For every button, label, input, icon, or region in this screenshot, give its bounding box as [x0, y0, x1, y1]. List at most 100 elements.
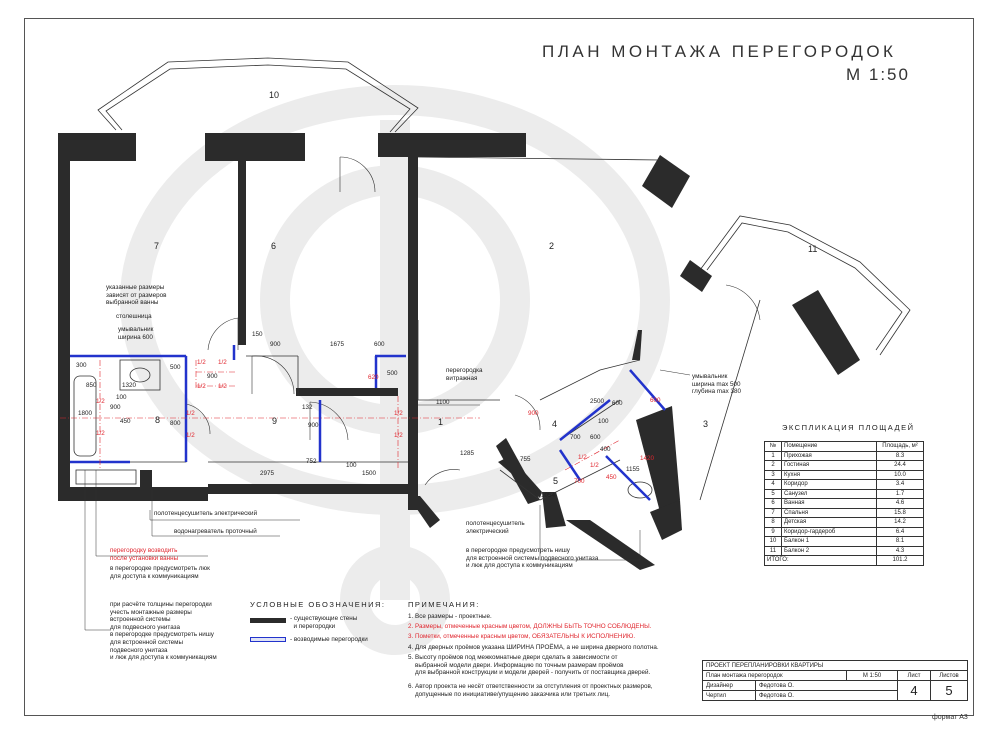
row-room: Балкон 2	[781, 545, 877, 556]
dim-half-1: 1/2	[197, 359, 206, 366]
row-no: 7	[764, 507, 782, 518]
dim-700: 700	[570, 434, 581, 441]
total-value: 101.2	[876, 555, 924, 566]
room-marker-6: 6	[271, 241, 277, 251]
dim-half-5: 1/2	[96, 398, 105, 405]
room-marker-8: 8	[155, 415, 161, 425]
remarks-heading: ПРИМЕЧАНИЯ:	[408, 600, 480, 609]
tb-designer-role: Дизайнер	[702, 680, 756, 691]
dim-600-kitchen: 600	[612, 400, 623, 407]
dim-1100: 1100	[436, 399, 450, 406]
row-room: Коридор	[781, 479, 877, 490]
row-no: 1	[764, 450, 782, 461]
row-area: 10.0	[876, 469, 924, 480]
row-area: 3.4	[876, 479, 924, 490]
note-sink-width: умывальник ширина 600	[118, 326, 154, 341]
row-area: 4.6	[876, 498, 924, 509]
row-room: Санузел	[781, 488, 877, 499]
row-room: Балкон 1	[781, 536, 877, 547]
row-area: 15.8	[876, 507, 924, 518]
tb-drafter: Федотова О.	[755, 690, 898, 701]
tb-sheet-no: 4	[897, 680, 931, 701]
row-area: 4.3	[876, 545, 924, 556]
dim-100-b: 100	[346, 462, 357, 469]
remark-2: 2. Размеры, отмеченные красным цветом, Д…	[408, 623, 652, 630]
remark-1: 1. Все размеры - проектные.	[408, 613, 492, 620]
room-marker-3: 3	[703, 419, 709, 429]
row-area: 1.7	[876, 488, 924, 499]
legend-existing-swatch	[250, 618, 286, 623]
row-no: 5	[764, 488, 782, 499]
note-towel-dryer-1: полотенцесушитель электрический	[154, 510, 258, 517]
note-after-bath: перегородку возводить после установки ва…	[110, 547, 179, 562]
dim-100-c: 100	[598, 418, 609, 425]
dim-620: 620	[368, 374, 379, 381]
dim-132: 132	[302, 404, 313, 411]
col-room: Помещение	[781, 441, 877, 452]
leader-lines	[84, 369, 691, 631]
legend-existing-label: - существующие стены и перегородки	[290, 615, 358, 630]
dim-1420: 1420	[640, 455, 655, 462]
plan-title: ПЛАН МОНТАЖА ПЕРЕГОРОДОК	[542, 42, 897, 61]
dim-half-10: 1/2	[394, 432, 403, 439]
dim-half-6: 1/2	[96, 430, 105, 437]
row-no: 3	[764, 469, 782, 480]
row-area: 14.2	[876, 517, 924, 528]
room-marker-1: 1	[438, 417, 444, 427]
note-countertop: столешница	[116, 313, 152, 320]
tb-sheets-label: Листов	[930, 670, 968, 681]
dim-600-b: 600	[590, 434, 601, 441]
dim-700-red: 700	[574, 478, 585, 485]
dim-half-3: 1/2	[197, 383, 206, 390]
row-no: 4	[764, 479, 782, 490]
dim-400: 400	[600, 446, 611, 453]
table-total-row: ИТОГО: 101.2	[764, 555, 924, 566]
row-no: 8	[764, 517, 782, 528]
note-sink-max: умывальник ширина max 500 глубина max 38…	[692, 373, 742, 396]
total-label: ИТОГО:	[764, 555, 877, 566]
room-marker-11: 11	[808, 244, 818, 254]
dim-450: 450	[120, 418, 131, 425]
title-block: ПРОЕКТ ПЕРЕПЛАНИРОВКИ КВАРТИРЫ План монт…	[702, 660, 968, 701]
row-room: Спальня	[781, 507, 877, 518]
tb-project: ПРОЕКТ ПЕРЕПЛАНИРОВКИ КВАРТИРЫ	[702, 660, 968, 671]
remark-6: 6. Автор проекта не несёт ответственност…	[408, 683, 653, 698]
dim-900-bath: 900	[270, 341, 281, 348]
dim-500-bath: 500	[387, 370, 398, 377]
dim-600: 600	[374, 341, 385, 348]
tb-drafter-role: Чертил	[702, 690, 756, 701]
room-marker-2: 2	[549, 241, 555, 251]
row-area: 6.4	[876, 526, 924, 537]
dim-1800: 1800	[78, 410, 93, 417]
row-no: 6	[764, 498, 782, 509]
dim-300: 300	[76, 362, 87, 369]
plan-scale: М 1:50	[846, 65, 910, 84]
table-header-row: № Помещение Площадь, м²	[764, 441, 924, 452]
room-marker-10: 10	[269, 90, 280, 100]
tb-sheets-total: 5	[930, 680, 968, 701]
row-no: 10	[764, 536, 782, 547]
room-marker-5: 5	[553, 476, 559, 486]
dim-1155: 1155	[626, 466, 640, 473]
row-room: Кухня	[781, 469, 877, 480]
row-room: Ванная	[781, 498, 877, 509]
dim-half-2: 1/2	[218, 359, 227, 366]
dim-755: 755	[520, 456, 531, 463]
row-no: 2	[764, 460, 782, 471]
new-partitions	[70, 345, 666, 501]
dim-half-11: 1/2	[578, 454, 587, 461]
dim-half-9: 1/2	[394, 410, 403, 417]
remark-5: 5. Высоту проёмов под межкомнатные двери…	[408, 654, 651, 677]
sheet-frame	[24, 18, 974, 716]
existing-walls	[58, 133, 860, 570]
dim-150: 150	[252, 331, 263, 338]
remark-3: 3. Пометки, отмеченные красным цветом, О…	[408, 633, 636, 640]
axis-lines	[60, 360, 621, 471]
